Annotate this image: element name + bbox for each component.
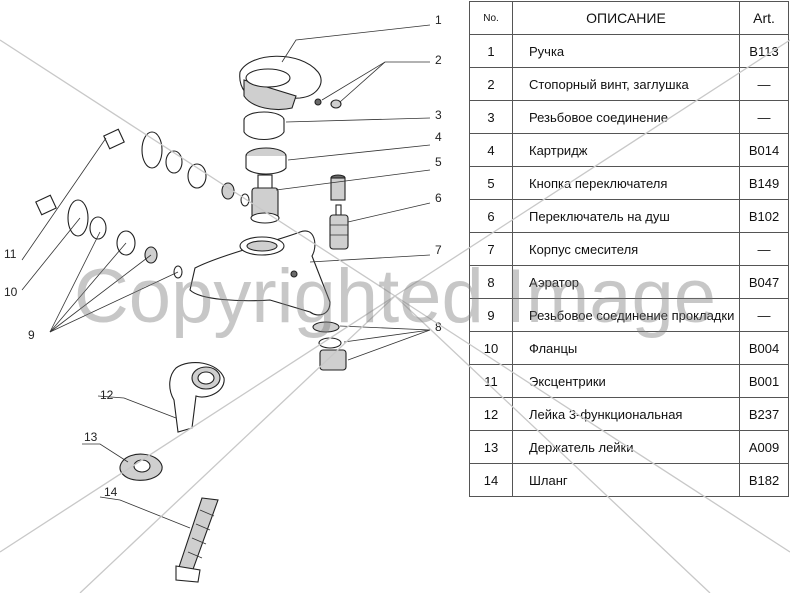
row-description: Шланг — [512, 463, 740, 497]
part-eccentric-flange-upper — [103, 128, 250, 207]
row-description: Ручка — [512, 34, 740, 68]
part-cartridge — [250, 174, 280, 224]
part-shower-switch — [329, 204, 349, 250]
part-hose — [175, 497, 219, 583]
row-no: 6 — [469, 199, 513, 233]
callout-5: 5 — [435, 155, 442, 169]
row-no: 12 — [469, 397, 513, 431]
row-art: — — [739, 67, 789, 101]
callout-1: 1 — [435, 13, 442, 27]
row-no: 11 — [469, 364, 513, 398]
row-no: 7 — [469, 232, 513, 266]
part-threaded-ring — [243, 111, 285, 141]
row-art: B182 — [739, 463, 789, 497]
part-mixer-body — [189, 230, 331, 316]
row-no: 2 — [469, 67, 513, 101]
callout-labels: 1 2 3 4 5 6 7 8 9 10 11 12 13 14 — [4, 13, 442, 499]
row-art: — — [739, 298, 789, 332]
row-description: Переключатель на душ — [512, 199, 740, 233]
row-art: B102 — [739, 199, 789, 233]
row-description: Аэратор — [512, 265, 740, 299]
part-aerator — [312, 321, 347, 371]
row-description: Лейка 3-функциональная — [512, 397, 740, 431]
row-description: Эксцентрики — [512, 364, 740, 398]
row-art: B047 — [739, 265, 789, 299]
row-art: B001 — [739, 364, 789, 398]
callout-4: 4 — [435, 130, 442, 144]
exploded-diagram: 1 2 3 4 5 6 7 8 9 10 11 12 13 14 — [4, 13, 442, 583]
callout-2: 2 — [435, 53, 442, 67]
row-no: 9 — [469, 298, 513, 332]
row-description: Держатель лейки — [512, 430, 740, 464]
row-art: B113 — [739, 34, 789, 68]
row-description: Кнопка переключателя — [512, 166, 740, 200]
row-art: — — [739, 232, 789, 266]
row-no: 5 — [469, 166, 513, 200]
row-description: Резьбовое соединение — [512, 100, 740, 134]
row-description: Картридж — [512, 133, 740, 167]
callout-12: 12 — [100, 388, 114, 402]
part-shower-head — [169, 362, 225, 433]
row-art: B237 — [739, 397, 789, 431]
row-no: 13 — [469, 430, 513, 464]
row-art: B014 — [739, 133, 789, 167]
header-no: No. — [469, 1, 513, 35]
row-no: 10 — [469, 331, 513, 365]
row-description: Корпус смесителя — [512, 232, 740, 266]
callout-8: 8 — [435, 320, 442, 334]
callout-9: 9 — [28, 328, 35, 342]
part-shower-holder — [119, 453, 163, 481]
row-no: 14 — [469, 463, 513, 497]
callout-7: 7 — [435, 243, 442, 257]
row-no: 4 — [469, 133, 513, 167]
callout-13: 13 — [84, 430, 98, 444]
row-no: 8 — [469, 265, 513, 299]
callout-11: 11 — [4, 247, 17, 261]
row-art: — — [739, 100, 789, 134]
table-header-row: No. ОПИСАНИЕ Art. — [469, 1, 789, 35]
row-description: Резьбовое соединение прокладки — [512, 298, 740, 332]
part-handle — [239, 55, 322, 111]
header-description: ОПИСАНИЕ — [512, 1, 740, 35]
header-art: Art. — [739, 1, 789, 35]
callout-3: 3 — [435, 108, 442, 122]
part-cartridge-nut — [245, 147, 287, 175]
row-art: B004 — [739, 331, 789, 365]
part-switch-button — [330, 174, 346, 201]
row-no: 1 — [469, 34, 513, 68]
part-screw-plug — [314, 98, 342, 109]
callout-14: 14 — [104, 485, 118, 499]
row-description: Стопорный винт, заглушка — [512, 67, 740, 101]
callout-6: 6 — [435, 191, 442, 205]
callout-10: 10 — [4, 285, 18, 299]
row-art: B149 — [739, 166, 789, 200]
row-description: Фланцы — [512, 331, 740, 365]
row-art: A009 — [739, 430, 789, 464]
row-no: 3 — [469, 100, 513, 134]
